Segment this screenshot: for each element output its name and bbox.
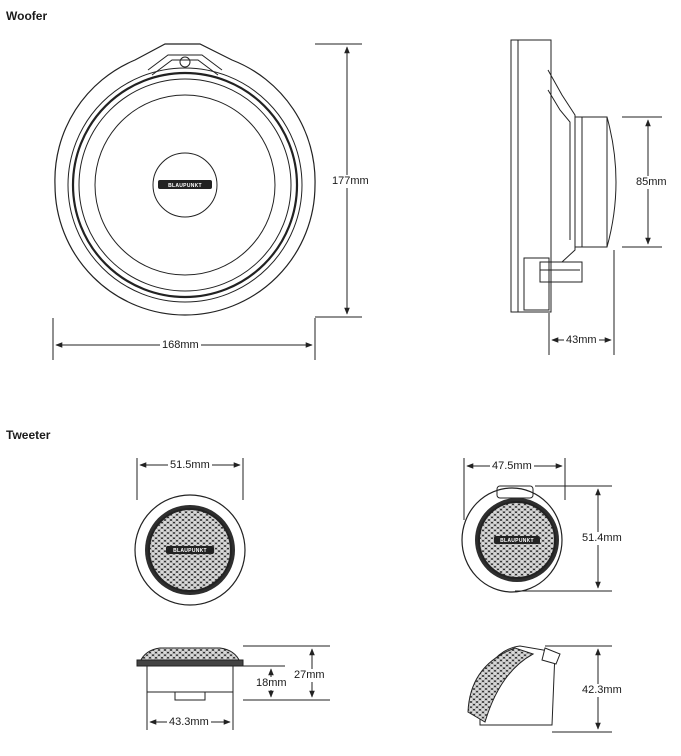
tweeter-side-base-width-label: 43.3mm: [167, 716, 211, 729]
woofer-section-title: Woofer: [6, 9, 48, 23]
tweeter-front-brand-badge: [166, 546, 214, 554]
tweeter-front-brand-label: BLAUPUNKT: [173, 548, 207, 554]
tweeter-angled-side-height-label: 42.3mm: [580, 684, 624, 697]
tweeter-angled-brand-badge: [494, 536, 540, 544]
tweeter-angled-width-label: 47.5mm: [490, 460, 534, 473]
woofer-magnet-diameter-label: 85mm: [634, 176, 669, 189]
woofer-width-label: 168mm: [160, 339, 201, 352]
woofer-side-view: [510, 39, 617, 313]
tweeter-angled-brand-label: BLAUPUNKT: [500, 538, 534, 544]
tweeter-angled-height-label: 51.4mm: [580, 532, 624, 545]
tweeter-front-width-label: 51.5mm: [168, 459, 212, 472]
woofer-front-view: [54, 43, 316, 316]
tweeter-section-title: Tweeter: [6, 428, 51, 442]
tweeter-angled-side-view: [467, 645, 561, 726]
woofer-height-label: 177mm: [330, 175, 371, 188]
woofer-depth-label: 43mm: [564, 334, 599, 347]
tweeter-side-height-label: 27mm: [292, 669, 327, 682]
woofer-brand-label: BLAUPUNKT: [168, 183, 202, 189]
tweeter-side-mount-depth-label: 18mm: [254, 677, 289, 690]
tweeter-side-view: [136, 647, 244, 701]
woofer-brand-badge: [158, 180, 212, 189]
